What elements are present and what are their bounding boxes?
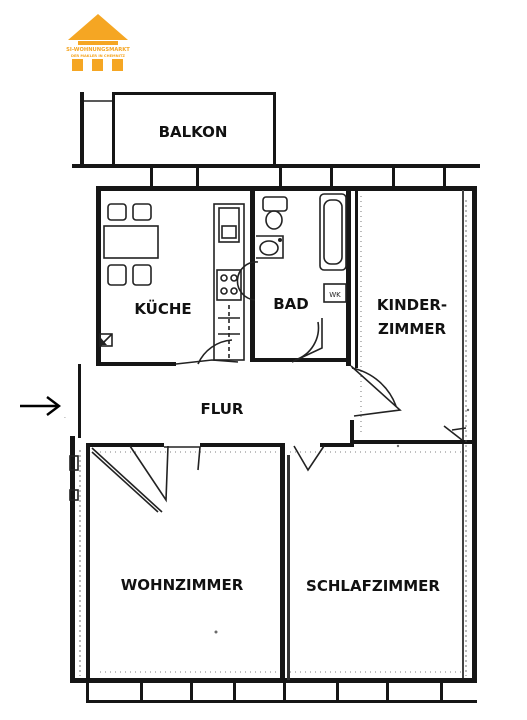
room-label-schlafzimmer: SCHLAFZIMMER	[306, 577, 440, 595]
interior-walls	[86, 186, 472, 680]
washbasin-icon	[256, 235, 284, 259]
washing-machine-label: WK	[329, 291, 341, 299]
room-label-kueche: KÜCHE	[134, 299, 191, 318]
toilet-icon	[262, 196, 288, 230]
house-logo-icon	[68, 14, 128, 71]
bathtub-icon	[319, 193, 347, 271]
kitchen-fixtures	[99, 203, 245, 365]
room-label-balkon: BALKON	[159, 123, 228, 141]
room-label-bad: BAD	[273, 295, 309, 313]
kitchen-counter	[213, 203, 245, 361]
wall-texture	[79, 196, 467, 676]
washing-machine-icon	[323, 283, 347, 303]
table-icon	[103, 225, 159, 259]
arrow-right-icon	[20, 396, 61, 416]
flur-marks	[214, 408, 470, 634]
company-logo: SI-WOHNUNGSMARKT DER MAKLER IN CHEMNITZ	[66, 14, 130, 71]
logo-line2: DER MAKLER IN CHEMNITZ	[71, 54, 125, 58]
room-label-kinderzimmer-line2: ZIMMER	[378, 320, 447, 338]
outer-walls	[70, 164, 480, 703]
chair-icon	[132, 264, 152, 286]
room-label-wohnzimmer: WOHNZIMMER	[121, 576, 244, 594]
room-label-flur: FLUR	[200, 400, 243, 418]
room-label-kinderzimmer-line1: KINDER-	[377, 296, 447, 314]
bathroom-fixtures: WK	[236, 193, 347, 363]
chair-icon	[107, 264, 127, 286]
chair-icon	[107, 203, 127, 221]
doors	[91, 365, 467, 513]
sink-icon	[218, 207, 240, 243]
svg-text:·: ·	[64, 415, 66, 422]
wall-outlets: ·	[64, 415, 79, 501]
chair-icon	[132, 203, 152, 221]
balcony	[80, 92, 276, 164]
logo-line1: SI-WOHNUNGSMARKT	[66, 47, 130, 53]
chimney-icon	[99, 333, 113, 347]
